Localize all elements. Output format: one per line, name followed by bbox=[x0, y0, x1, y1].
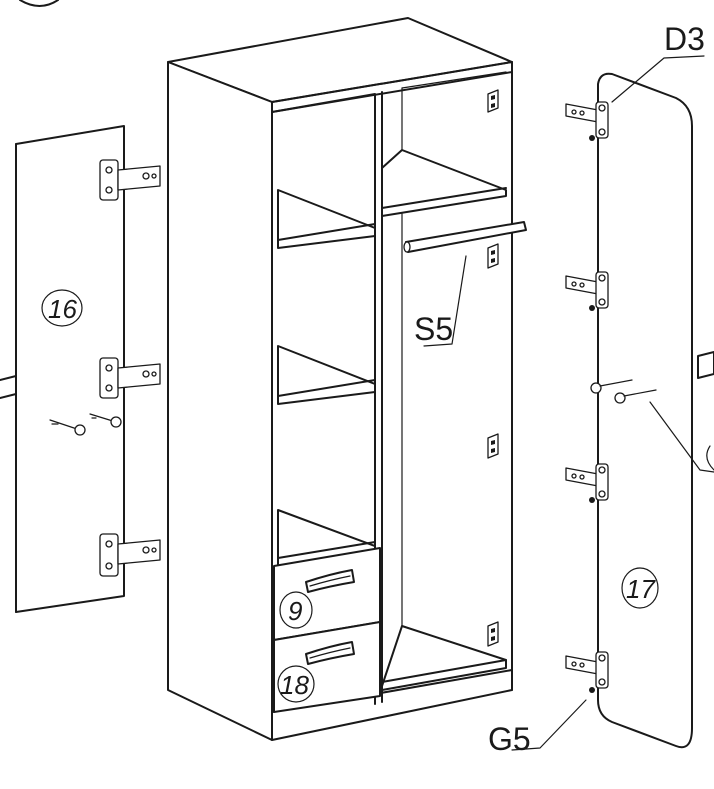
leader-D3 bbox=[611, 55, 705, 103]
callout-G5: G5 bbox=[488, 721, 531, 757]
clothes-rail bbox=[403, 221, 527, 253]
door-right bbox=[597, 72, 693, 749]
left-edge-fragment bbox=[0, 375, 17, 399]
part-label-16: 16 bbox=[48, 294, 77, 324]
leader-G5 bbox=[511, 699, 587, 751]
callout-D3: D3 bbox=[664, 21, 705, 57]
part-number-18: 18 bbox=[277, 665, 315, 703]
drawer-bottom[interactable] bbox=[273, 621, 381, 713]
hinge-bottom-left bbox=[99, 533, 161, 577]
right-edge-fragment bbox=[697, 351, 714, 379]
part-number-9: 9 bbox=[279, 591, 313, 629]
leader-S5 bbox=[423, 255, 467, 347]
callout-partial-letter bbox=[706, 445, 714, 471]
carcass-hinge-plates bbox=[487, 89, 499, 647]
hinge-middle-bottom-right bbox=[565, 463, 609, 503]
callout-S5: S5 bbox=[414, 311, 453, 347]
part-number-17: 17 bbox=[621, 567, 659, 609]
part-label-17: 17 bbox=[626, 574, 656, 604]
door-right-hinges bbox=[565, 101, 657, 693]
hinge-middle-left bbox=[99, 357, 161, 399]
door-left bbox=[15, 125, 125, 613]
hinge-top-left bbox=[99, 159, 161, 201]
step-circle-fragment bbox=[19, 0, 59, 7]
hinge-middle-top-right bbox=[565, 271, 609, 311]
wardrobe-carcass bbox=[167, 17, 513, 741]
hinge-top-right bbox=[565, 101, 609, 141]
part-number-16: 16 bbox=[41, 289, 83, 327]
screws-right-door bbox=[590, 379, 657, 404]
part-label-18: 18 bbox=[280, 670, 309, 700]
door-left-hinges bbox=[49, 159, 161, 577]
part-label-9: 9 bbox=[288, 596, 302, 626]
leader-right-screw bbox=[649, 401, 714, 473]
hinge-bottom-right bbox=[565, 651, 609, 693]
screws-left-door bbox=[49, 413, 122, 436]
